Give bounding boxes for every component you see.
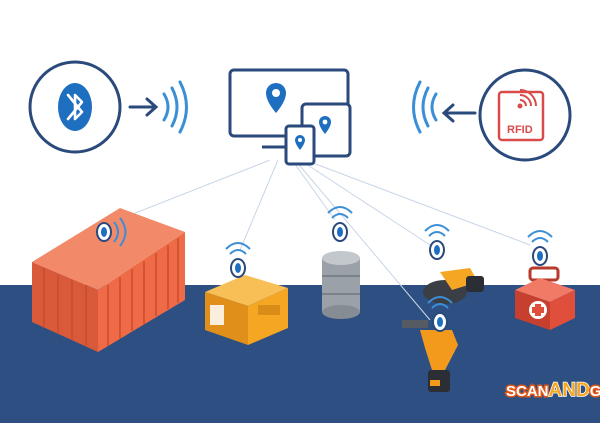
toolbox xyxy=(515,266,575,330)
brand-part-and: AND xyxy=(549,380,590,401)
tag-icon xyxy=(427,296,453,332)
arrow-right-icon xyxy=(128,97,159,117)
power-drill xyxy=(402,320,458,392)
shipping-container xyxy=(32,208,185,352)
rfid-badge: RFID xyxy=(478,68,572,162)
tag-icon xyxy=(424,224,450,260)
svg-text:SCANANDGO: SCANANDGO xyxy=(506,380,600,401)
asset-tags xyxy=(96,206,553,332)
rfid-icon: RFID xyxy=(497,89,545,142)
phone-device xyxy=(284,124,316,166)
signal-waves-icon xyxy=(162,80,188,134)
arrow-left-icon xyxy=(441,103,477,123)
tag-icon xyxy=(96,217,127,247)
location-pin-icon xyxy=(266,83,286,113)
tag-icon xyxy=(327,206,353,242)
connection-lines xyxy=(104,159,531,321)
signal-waves-icon xyxy=(412,80,438,134)
bluetooth-badge xyxy=(28,60,122,154)
generator xyxy=(205,275,288,345)
oil-drum xyxy=(322,251,360,319)
tag-icon xyxy=(225,242,251,278)
brand-part-scan: SCAN xyxy=(506,383,549,400)
brand-part-go: GO xyxy=(590,383,600,400)
tag-icon xyxy=(527,230,553,266)
brand-logo: SCANANDGO xyxy=(505,379,600,402)
rfid-label: RFID xyxy=(507,124,533,136)
